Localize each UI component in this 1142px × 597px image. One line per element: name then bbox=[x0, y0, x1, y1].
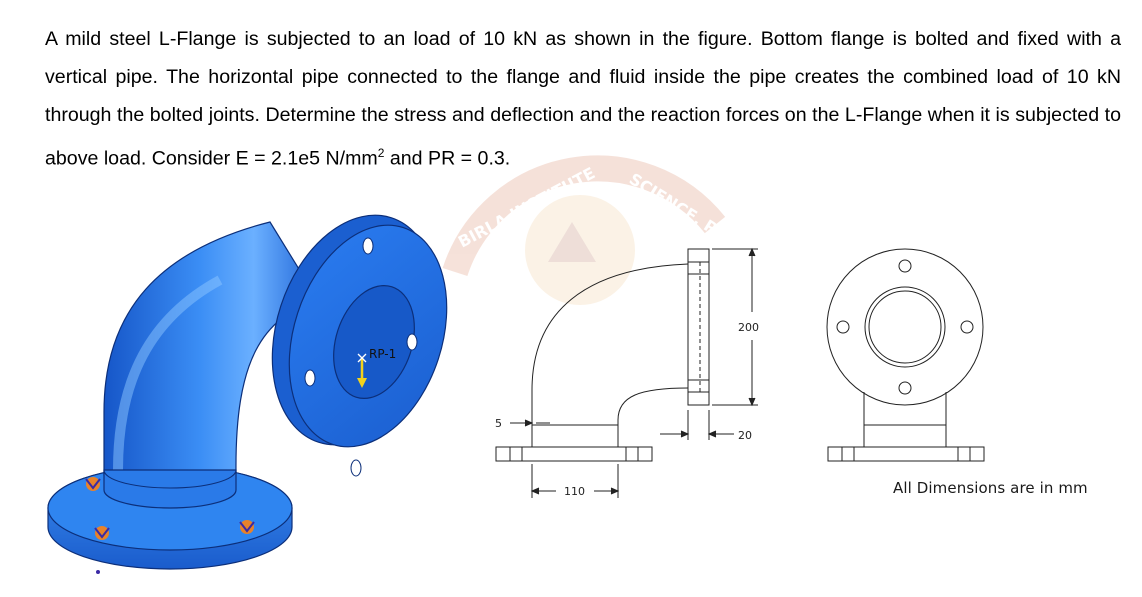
problem-statement: A mild steel L-Flange is subjected to an… bbox=[45, 20, 1121, 178]
dimension-110: 110 bbox=[564, 485, 585, 498]
side-vertical-flange bbox=[687, 248, 710, 406]
reference-point-label: RP-1 bbox=[369, 347, 396, 361]
elbow-pipe bbox=[103, 221, 319, 476]
dimension-20: 20 bbox=[738, 429, 752, 442]
pipe-neck bbox=[103, 469, 237, 509]
bolt-hole bbox=[304, 369, 316, 387]
dimension-5: 5 bbox=[495, 417, 502, 430]
front-bolt-hole bbox=[898, 381, 912, 395]
front-flange-outer bbox=[826, 248, 984, 406]
watermark-logo: BIRLA INSTITUTE SCIENCE, P bbox=[442, 155, 726, 305]
front-bottom-flange bbox=[827, 446, 985, 462]
superscript-2: 2 bbox=[377, 146, 385, 160]
dimensions-note: All Dimensions are in mm bbox=[893, 479, 1088, 497]
front-view-drawing bbox=[826, 248, 985, 462]
front-flange-bore bbox=[864, 286, 946, 368]
boundary-condition-marker bbox=[85, 477, 255, 574]
problem-statement-main: A mild steel L-Flange is subjected to an… bbox=[45, 28, 1121, 170]
side-elbow-outer bbox=[531, 263, 689, 447]
load-arrow bbox=[357, 353, 367, 388]
problem-statement-end: and PR = 0.3. bbox=[384, 147, 511, 170]
bolt-hole bbox=[350, 459, 362, 477]
dimension-200: 200 bbox=[738, 321, 759, 334]
side-elbow-inner bbox=[617, 387, 689, 447]
side-view-drawing bbox=[495, 247, 758, 498]
front-bolt-hole bbox=[898, 259, 912, 273]
side-bottom-flange bbox=[495, 446, 653, 462]
bolt-hole bbox=[362, 237, 374, 255]
bolt-hole bbox=[406, 333, 418, 351]
front-bolt-hole bbox=[836, 320, 850, 334]
flange-bore bbox=[333, 285, 415, 399]
front-bolt-hole bbox=[960, 320, 974, 334]
flange-3d-model: RP-1 bbox=[47, 214, 448, 574]
